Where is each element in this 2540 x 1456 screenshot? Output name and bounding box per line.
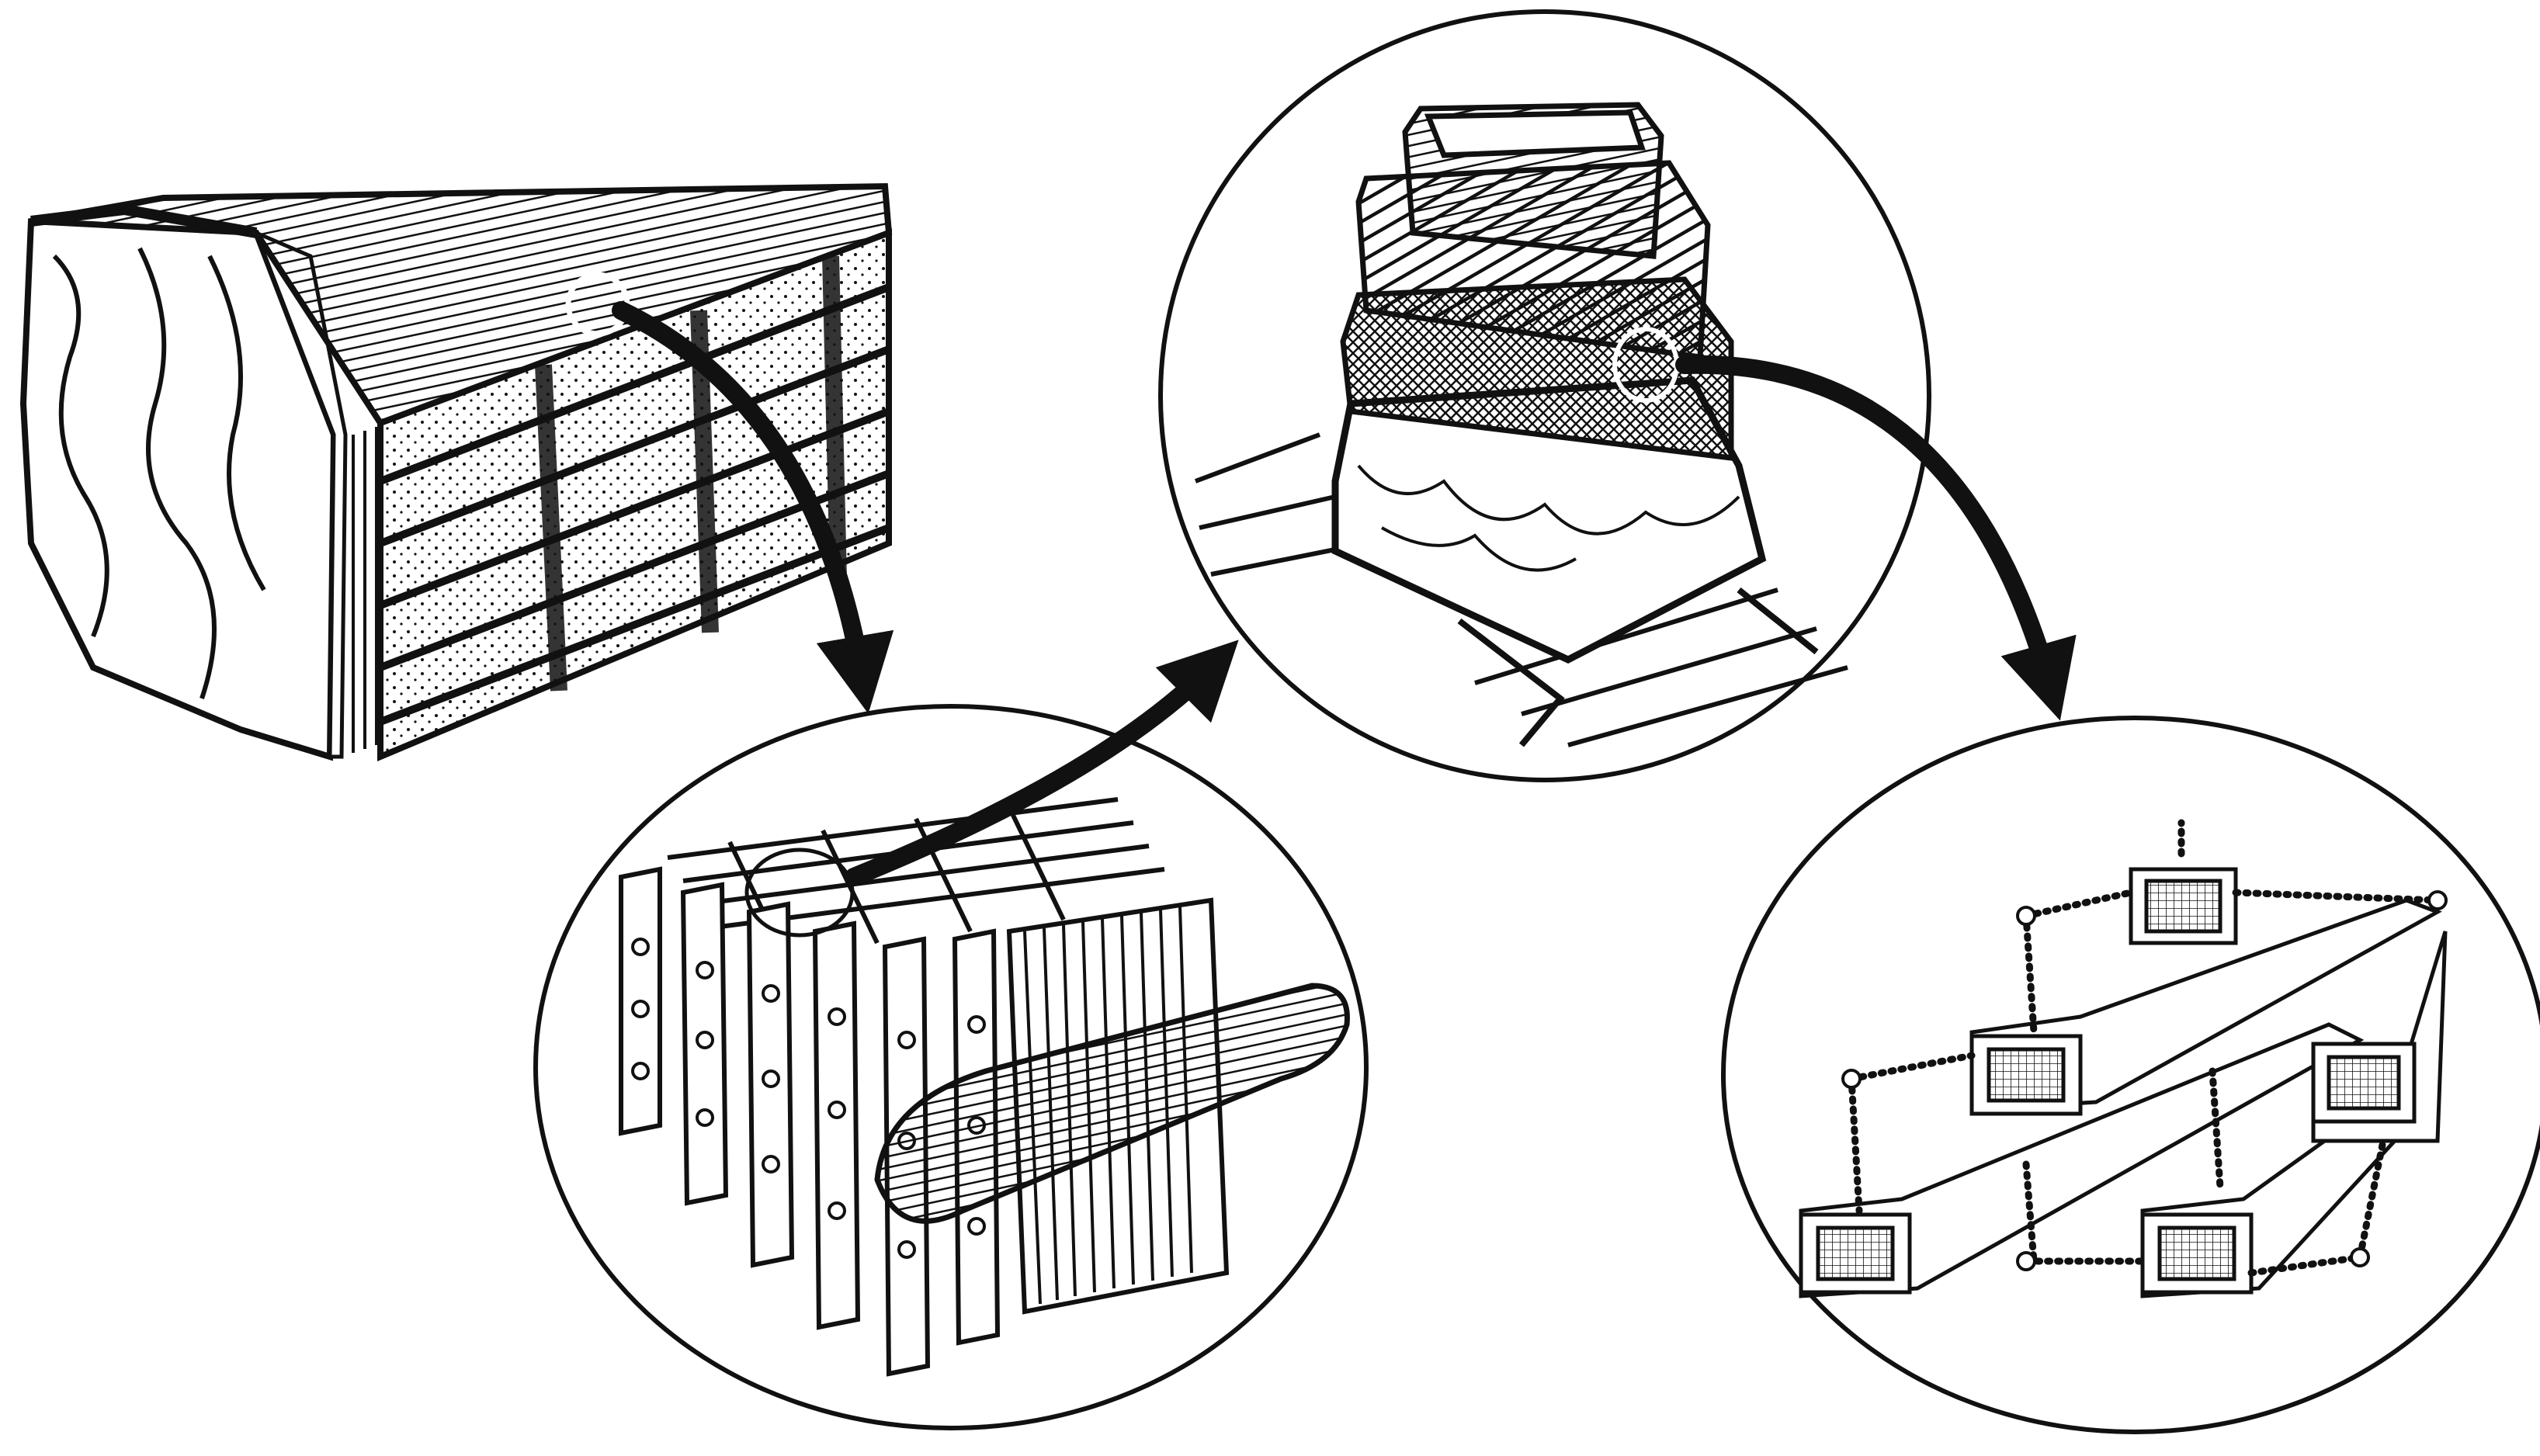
- wood-block-illustration: [19, 182, 893, 762]
- arrow-cells-to-wall: [845, 640, 1239, 886]
- connector-arrows: [612, 301, 2077, 886]
- cellulose-microfibrils-illustration: [1721, 716, 2540, 1434]
- arrow-wall-to-fibrils: [1675, 355, 2077, 721]
- cell-structure-illustration: [533, 704, 1369, 1430]
- arrow-wood-to-cells: [612, 301, 894, 714]
- cell-wall-layers-illustration: [1158, 9, 1931, 782]
